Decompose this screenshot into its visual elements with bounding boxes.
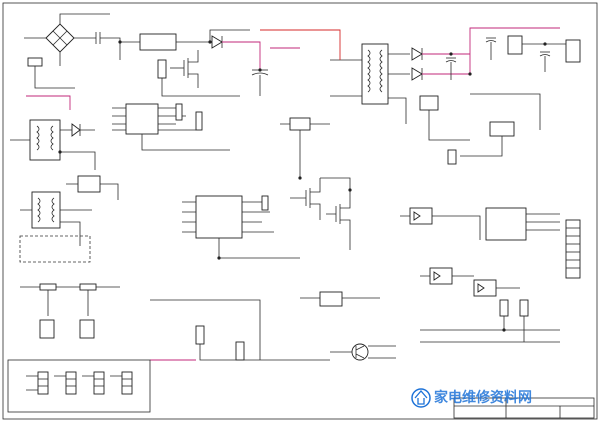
comparator-ic: [319, 291, 343, 307]
resonant-inductor: [289, 117, 311, 131]
fuse-f2: [79, 283, 97, 291]
llc-controller-ic: [195, 195, 243, 239]
output-choke: [507, 35, 523, 55]
title-block: [453, 397, 595, 419]
output-connector-main: [565, 219, 581, 279]
fuse-f1: [39, 283, 57, 291]
standby-transformer: [29, 119, 61, 161]
legend-connector-2: [65, 371, 77, 395]
output-diode-1: [411, 47, 423, 61]
legend-connector-4: [121, 371, 133, 395]
optocoupler-box: [19, 235, 91, 263]
output-cap-3: [539, 51, 551, 72]
high-side-mosfet: [305, 178, 321, 220]
connector-ac-in: [39, 319, 95, 339]
legend-connector-3: [93, 371, 105, 395]
resistor-r9: [519, 299, 529, 317]
watermark-text: 家电维修资料网: [434, 389, 532, 406]
input-capacitor: [95, 32, 101, 44]
low-side-mosfet: [335, 190, 351, 250]
optocoupler-2: [429, 267, 453, 285]
resistor-r8: [499, 299, 509, 317]
optocoupler-3: [473, 279, 497, 297]
resistor-r2: [175, 103, 183, 121]
resistor-r4: [261, 195, 269, 211]
main-transformer: [361, 43, 389, 105]
connector-legend-box: [7, 359, 151, 413]
standby-ic: [77, 175, 101, 193]
bulk-capacitor: [251, 69, 269, 96]
bridge-rectifier: [45, 23, 75, 53]
optocoupler-1: [409, 207, 433, 225]
pfc-diode: [211, 35, 223, 49]
protection-transistor: [351, 343, 369, 361]
aux-transformer: [31, 191, 61, 229]
legend-connector-1: [37, 371, 49, 395]
watermark-logo-icon: [411, 388, 431, 408]
optocoupler-feedback: [489, 121, 515, 137]
standby-control-ic: [485, 207, 527, 241]
resistor-r7: [235, 341, 245, 361]
junction-dots: [58, 40, 547, 332]
output-cap-2: [485, 37, 497, 60]
standby-diode: [71, 123, 81, 137]
output-diode-2: [411, 67, 423, 81]
resistor-r6: [195, 325, 205, 345]
thermistor: [27, 57, 43, 67]
resistor-r5: [447, 149, 457, 165]
output-connector-top: [565, 39, 581, 63]
resistor-r1: [157, 59, 167, 79]
feedback-regulator: [419, 95, 439, 111]
resistor-r3: [195, 111, 203, 131]
pfc-choke: [139, 33, 177, 51]
output-cap-1: [445, 57, 457, 80]
pfc-mosfet: [170, 50, 199, 88]
pfc-controller-ic: [125, 103, 159, 135]
